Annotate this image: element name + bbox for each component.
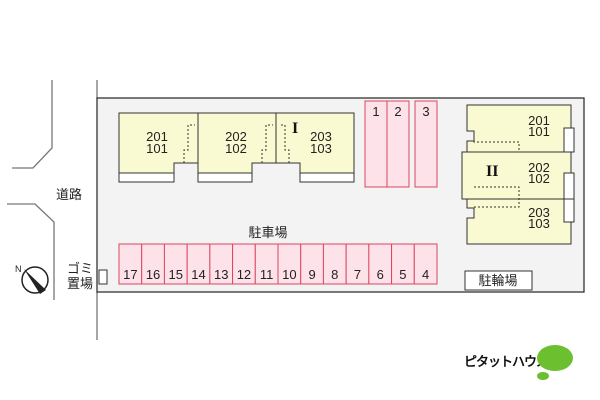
parking-space: 9 <box>300 243 324 285</box>
parking-space-number: 8 <box>331 267 338 282</box>
svg-text:N: N <box>15 264 22 274</box>
parking-space-number: 12 <box>237 267 251 282</box>
parking-space: 14 <box>186 243 211 285</box>
parking-space-number: 7 <box>354 267 361 282</box>
garbage-label-line1: ゴミ <box>67 261 93 277</box>
building-1 <box>118 112 355 183</box>
parking-space-number: 16 <box>146 267 160 282</box>
parking-space: 15 <box>163 243 188 285</box>
parking-space-number: 17 <box>123 267 137 282</box>
parking-space: 1 <box>364 100 388 188</box>
bicycle-parking-area <box>464 270 533 291</box>
road-label: 道路 <box>56 187 82 203</box>
parking-space-number: 1 <box>372 104 379 119</box>
building-2-units: 201 101 202 102 203 103 <box>528 113 550 231</box>
road-outline <box>7 80 98 340</box>
building-2-label: II <box>486 163 498 180</box>
bicycle-parking-label: 駐輪場 <box>478 273 517 289</box>
parking-space: 8 <box>322 243 347 285</box>
parking-space: 3 <box>414 100 438 188</box>
parking-space: 13 <box>209 243 234 285</box>
unit-label: 102 <box>225 141 247 156</box>
parking-space: 11 <box>254 243 279 285</box>
parking-space-number: 13 <box>214 267 228 282</box>
unit-label: 201 <box>528 113 550 128</box>
parking-label: 駐車場 <box>248 226 287 241</box>
parking-space: 12 <box>232 243 256 285</box>
parking-space: 5 <box>391 243 415 285</box>
logo-text: ピタットハウス <box>464 355 549 370</box>
unit-label: 202 <box>225 129 247 144</box>
parking-space: 16 <box>141 243 165 285</box>
unit-label: 103 <box>310 141 332 156</box>
logo-bubble-icon <box>537 345 573 380</box>
unit-label: 101 <box>146 141 168 156</box>
unit-label: 101 <box>528 124 550 139</box>
parking-space: 2 <box>386 100 410 188</box>
parking-space-number: 4 <box>422 267 429 282</box>
unit-label: 102 <box>528 171 550 186</box>
parking-space-number: 10 <box>282 267 296 282</box>
parking-space: 7 <box>345 243 370 285</box>
unit-label: 202 <box>528 160 550 175</box>
parking-space: 17 <box>118 243 143 285</box>
parking-space: 6 <box>368 243 393 285</box>
parking-space-number: 14 <box>191 267 205 282</box>
garbage-label-line2: 置場 <box>67 277 93 292</box>
unit-label: 201 <box>146 129 168 144</box>
parking-space-number: 5 <box>399 267 406 282</box>
parking-space-number: 9 <box>308 267 315 282</box>
parking-space: 10 <box>277 243 302 285</box>
unit-label: 203 <box>528 205 550 220</box>
parking-space-number: 2 <box>394 104 401 119</box>
garbage-area <box>98 269 108 285</box>
unit-label: 103 <box>528 216 550 231</box>
parking-space-number: 15 <box>169 267 183 282</box>
parking-space-number: 6 <box>377 267 384 282</box>
building-2 <box>461 104 575 245</box>
parking-space-number: 3 <box>422 104 429 119</box>
parking-space: 4 <box>413 243 438 285</box>
north-compass-icon: N <box>15 264 49 294</box>
unit-label: 203 <box>310 129 332 144</box>
parking-space-number: 11 <box>260 267 274 282</box>
building-1-units: 201 101 202 102 203 103 <box>146 129 332 156</box>
building-1-label: I <box>292 120 298 137</box>
